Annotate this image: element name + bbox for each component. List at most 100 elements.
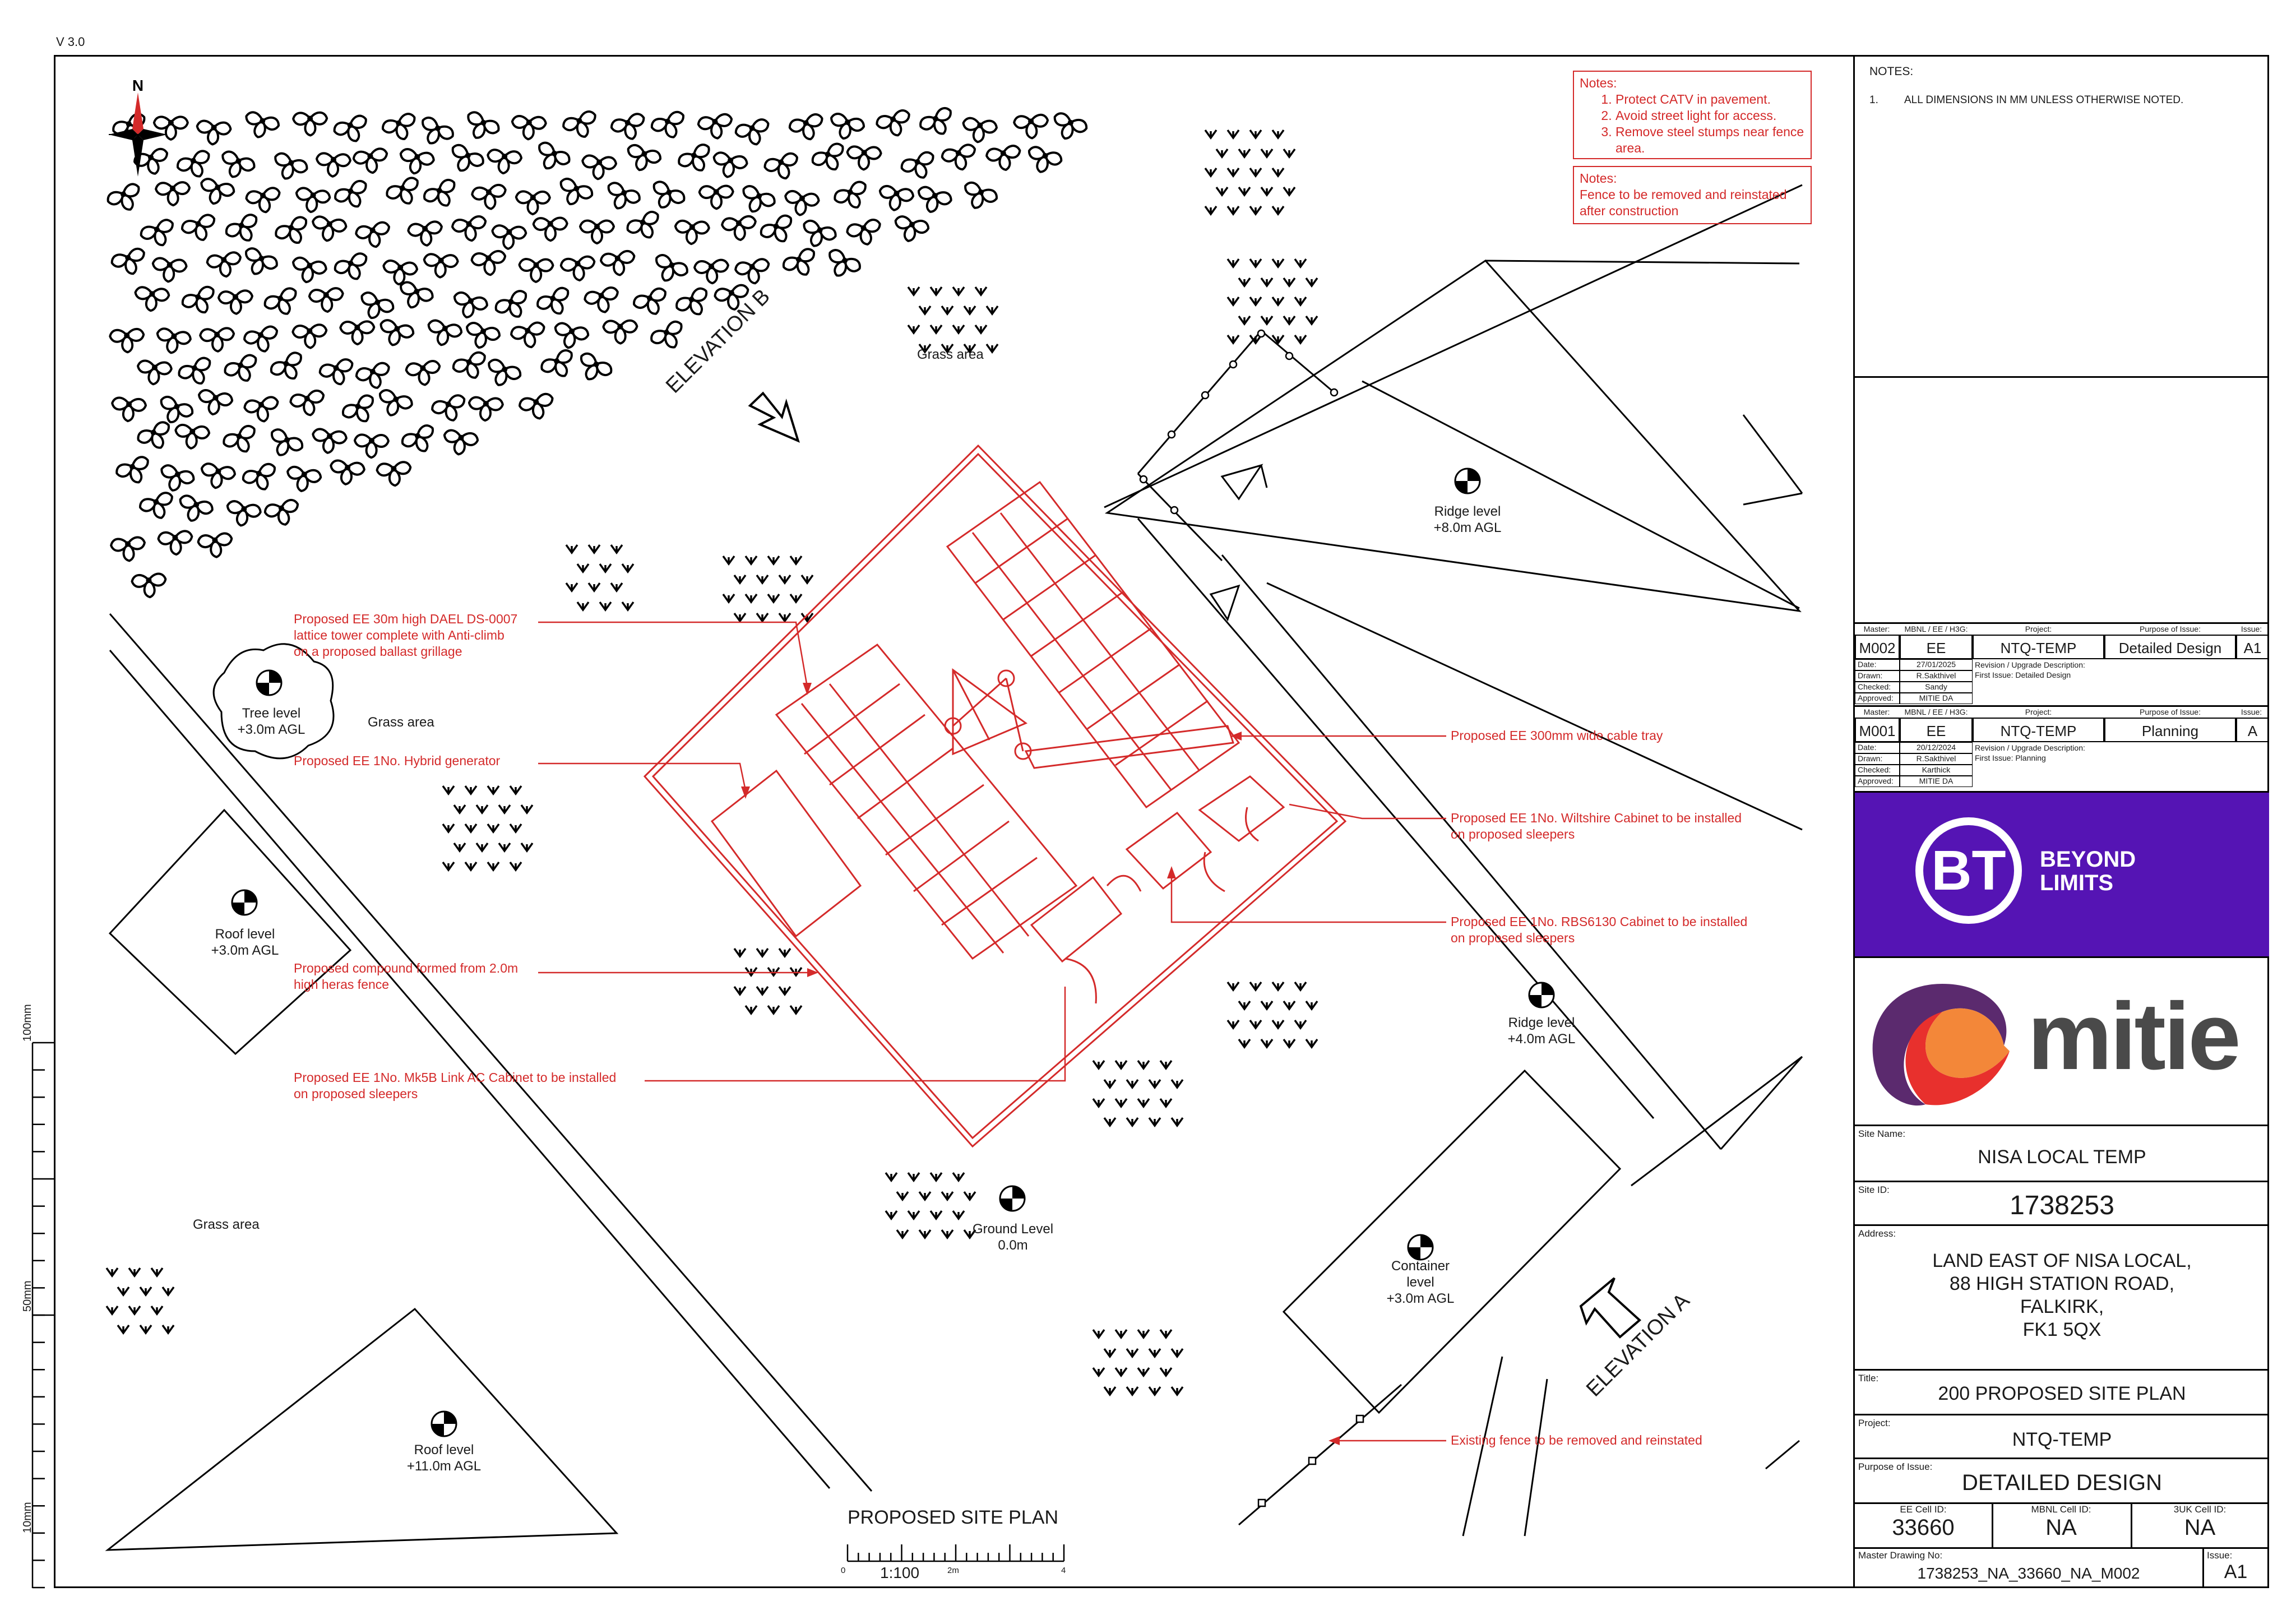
revision-cell: Revision / Upgrade Description:: [1975, 660, 2085, 669]
revision-cell: Checked:: [1855, 682, 1900, 693]
revision-cell: Issue:: [2241, 707, 2262, 716]
plan-notes-box: Notes: Protect CATV in pavement.Avoid st…: [1573, 71, 1812, 159]
revision-cell: First Issue: Detailed Design: [1975, 670, 2071, 679]
project-row: Project: NTQ-TEMP: [1855, 1414, 2269, 1459]
tree-outline: [212, 643, 335, 760]
revision-cell: Planning: [2104, 718, 2236, 742]
note-number: 1.: [1869, 94, 1878, 106]
revision-cell: Detailed Design: [2104, 635, 2236, 659]
plan-title: PROPOSED SITE PLAN: [848, 1507, 1058, 1528]
plan-note-item: Protect CATV in pavement.: [1615, 91, 1805, 108]
revision-cell: Purpose of Issue:: [2140, 707, 2201, 716]
callout-wiltshire-cabinet: Proposed EE 1No. Wiltshire Cabinet to be…: [1451, 811, 1742, 841]
revision-cell: NTQ-TEMP: [1973, 635, 2104, 659]
lattice-tower: [952, 668, 1028, 756]
revision-cell: 20/12/2024: [1900, 742, 1973, 753]
revision-cell: Drawn:: [1855, 753, 1900, 765]
notes-heading: NOTES:: [1869, 65, 1914, 78]
fence-note-heading: Notes:: [1580, 171, 1617, 186]
title-row: Title: 200 PROPOSED SITE PLAN: [1855, 1369, 2269, 1415]
revision-cell: Project:: [2025, 624, 2052, 633]
version-label: V 3.0: [56, 35, 85, 49]
cell-id-row: EE Cell ID: 33660 MBNL Cell ID: NA 3UK C…: [1855, 1502, 2269, 1549]
revision-cell: EE: [1900, 635, 1973, 659]
roof-level-label: Roof level+3.0m AGL: [211, 927, 279, 958]
site-name-row: Site Name: NISA LOCAL TEMP: [1855, 1125, 2269, 1182]
revision-cell: Purpose of Issue:: [2140, 624, 2201, 633]
fence-note-text: Fence to be removed and reinstated after…: [1580, 187, 1787, 218]
revision-cell: Project:: [2025, 707, 2052, 716]
site-id-row: Site ID: 1738253: [1855, 1181, 2269, 1226]
revision-cell: Karthick: [1900, 765, 1973, 776]
revision-cell: First Issue: Planning: [1975, 753, 2046, 762]
callout-cable-tray: Proposed EE 300mm wide cable tray: [1451, 728, 1663, 743]
ruler-label: 100mm: [21, 1004, 34, 1042]
north-label: N: [132, 77, 144, 94]
scale-tick-label: 0: [841, 1566, 846, 1575]
site-linework: [105, 184, 1803, 1551]
grass-area-label: Grass area: [193, 1217, 260, 1232]
grass-tufts: [105, 129, 1318, 1396]
divider: [1855, 376, 2269, 378]
grass-area-label: Grass area: [917, 347, 984, 362]
left-ruler: [31, 1042, 54, 1589]
ee-cell-id: EE Cell ID: 33660: [1855, 1504, 1993, 1549]
callout-generator: Proposed EE 1No. Hybrid generator: [294, 753, 501, 768]
revision-cell: Issue:: [2241, 624, 2262, 633]
roof-level-label: Roof level+11.0m AGL: [406, 1442, 482, 1474]
revision-cell: R.Sakthivel: [1900, 670, 1973, 682]
3uk-cell-id: 3UK Cell ID: NA: [2173, 1504, 2226, 1540]
ridge-level-label: Ridge level+4.0m AGL: [1507, 1015, 1576, 1047]
site-name-value: NISA LOCAL TEMP: [1978, 1146, 2146, 1168]
revision-cell: M001: [1855, 718, 1900, 742]
revision-cell: Date:: [1855, 659, 1900, 670]
fence-posts: [1139, 329, 1364, 1507]
scale-tick-label: 2m: [947, 1566, 959, 1575]
plan-notes-list: Protect CATV in pavement.Avoid street li…: [1580, 91, 1805, 156]
callout-rbs-cabinet: Proposed EE 1No. RBS6130 Cabinet to be i…: [1451, 914, 1748, 945]
mitie-swoosh-icon: [1872, 984, 2010, 1106]
elevation-arrows: [748, 391, 1642, 1339]
master-drawing-value: 1738253_NA_33660_NA_M002: [1917, 1565, 2140, 1582]
scale-bar: [846, 1544, 1065, 1562]
title-block: NOTES: 1. ALL DIMENSIONS IN MM UNLESS OT…: [1853, 55, 2269, 1588]
bt-logo-mark: BT: [1931, 839, 2006, 902]
drawing-title-value: 200 PROPOSED SITE PLAN: [1938, 1383, 2186, 1404]
callout-existing-fence: Existing fence to be removed and reinsta…: [1451, 1433, 1702, 1447]
revision-cell: Approved:: [1855, 693, 1900, 704]
revision-cell: 27/01/2025: [1900, 659, 1973, 670]
revision-cell: Checked:: [1855, 765, 1900, 776]
plan-notes-heading: Notes:: [1580, 76, 1617, 90]
callout-mk5b-cabinet: Proposed EE 1No. Mk5B Link AC Cabinet to…: [294, 1070, 617, 1101]
scale-ratio: 1:100: [880, 1564, 920, 1581]
issue-box: Issue: A1: [2207, 1550, 2248, 1583]
revision-cell: [1855, 622, 2269, 705]
fence-note-box: Notes: Fence to be removed and reinstate…: [1573, 166, 1812, 224]
revision-cell: R.Sakthivel: [1900, 753, 1973, 765]
revision-cell: NTQ-TEMP: [1973, 718, 2104, 742]
address-value: LAND EAST OF NISA LOCAL, 88 HIGH STATION…: [1932, 1250, 2192, 1340]
project-value: NTQ-TEMP: [2012, 1429, 2112, 1450]
revision-cell: Sandy: [1900, 682, 1973, 693]
revision-cell: Revision / Upgrade Description:: [1975, 743, 2085, 752]
scale-tick-label: 4: [1061, 1566, 1066, 1575]
revision-cell: A: [2236, 718, 2269, 742]
revision-cell: MBNL / EE / H3G:: [1904, 707, 1968, 716]
ridge-level-label: Ridge level+8.0m AGL: [1433, 504, 1502, 535]
note-text: ALL DIMENSIONS IN MM UNLESS OTHERWISE NO…: [1904, 94, 2184, 106]
revision-cell: [1855, 705, 2269, 788]
revision-cell: M002: [1855, 635, 1900, 659]
purpose-row: Purpose of Issue: DETAILED DESIGN: [1855, 1458, 2269, 1504]
plan-note-item: Avoid street light for access.: [1615, 108, 1805, 124]
revision-cell: Approved:: [1855, 776, 1900, 787]
purpose-value: DETAILED DESIGN: [1961, 1470, 2163, 1495]
tree-level-label: Tree level+3.0m AGL: [237, 706, 305, 737]
address-row: Address: LAND EAST OF NISA LOCAL, 88 HIG…: [1855, 1224, 2269, 1371]
callout-leaders: [538, 621, 1446, 1442]
revision-cell: Master:: [1863, 707, 1890, 716]
